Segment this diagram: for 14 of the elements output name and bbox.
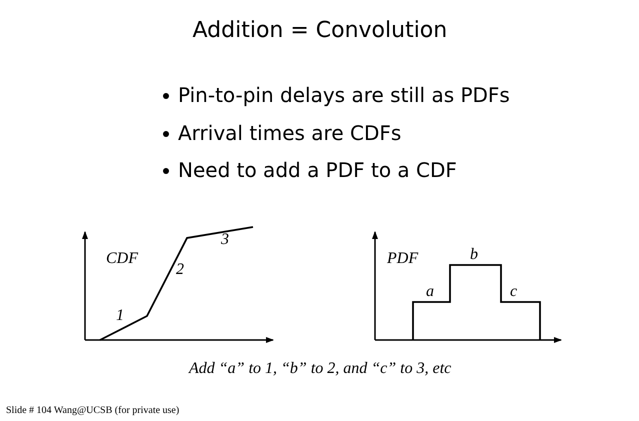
segment-label: 2 bbox=[176, 261, 184, 280]
segment-label: 1 bbox=[116, 307, 124, 326]
step-label: a bbox=[426, 283, 434, 302]
bullet-text: Pin-to-pin delays are still as PDFs bbox=[178, 84, 510, 107]
segment-label: 3 bbox=[221, 231, 229, 250]
step-label: b bbox=[470, 246, 478, 264]
footer-note: Slide # 104 Wang@UCSB (for private use) bbox=[6, 405, 180, 416]
slide-title: Addition = Convolution bbox=[192, 18, 448, 44]
axis-label: PDF bbox=[387, 250, 418, 268]
bullet-text: Arrival times are CDFs bbox=[178, 122, 402, 145]
step-label: c bbox=[510, 283, 518, 302]
caption: Add “a” to 1, “b” to 2, and “c” to 3, etc bbox=[189, 360, 452, 378]
axis-label: CDF bbox=[106, 250, 138, 268]
bullet-text: Need to add a PDF to a CDF bbox=[178, 159, 457, 182]
